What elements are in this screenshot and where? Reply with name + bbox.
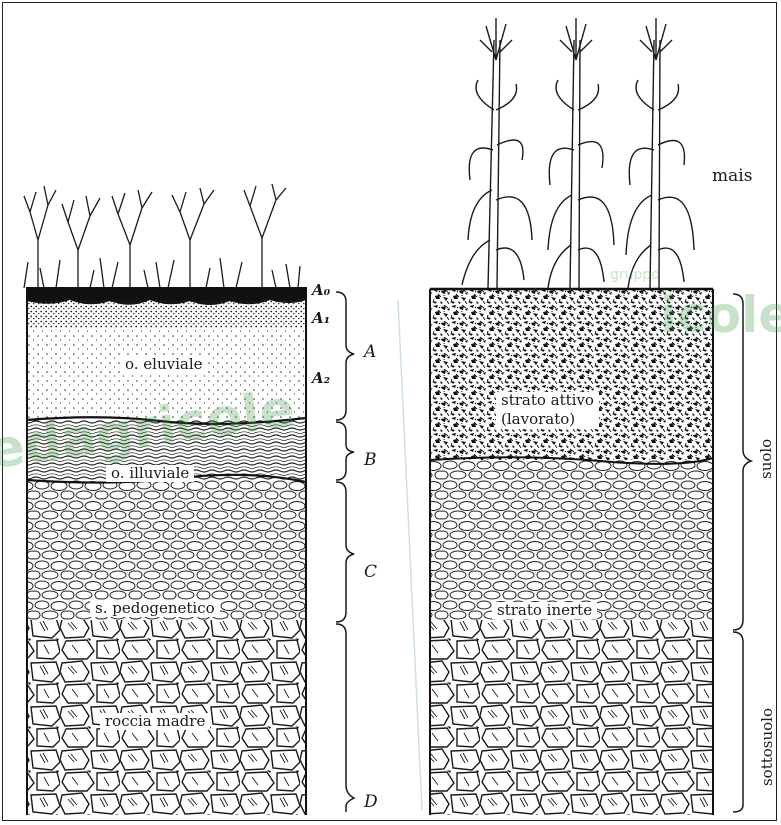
layer-braces [733,294,751,812]
bracket-b: B [364,452,377,469]
label-eluviale: o. eluviale [120,356,208,373]
watermark-line [398,300,422,810]
bracket-a: A [364,344,376,361]
label-roccia-madre: roccia madre [100,713,210,730]
label-illuviale: o. illuviale [106,465,194,482]
label-mais: mais [712,168,752,185]
watermark-right: icole [660,290,781,340]
horizon-a1: A₁ [312,311,330,326]
label-pedogenetico: s. pedogenetico [90,600,220,617]
label-strato-attivo-line1: strato attivo [501,393,594,408]
horizon-a2: A₂ [312,371,330,386]
label-strato-attivo: strato attivo (lavorato) [496,392,599,429]
bracket-c: C [364,564,377,581]
watermark-small: gruppo [610,268,660,282]
horizon-a0: A₀ [312,283,330,298]
label-strato-attivo-line2: (lavorato) [501,412,594,427]
horizon-braces [336,292,354,812]
label-sottosuolo: sottosuolo [758,702,776,792]
label-strato-inerte: strato inerte [492,602,597,619]
label-suolo: suolo [757,439,775,479]
bracket-d: D [364,794,378,811]
corn-plant-icon [462,18,694,288]
grass-shrubs-icon [24,184,300,288]
